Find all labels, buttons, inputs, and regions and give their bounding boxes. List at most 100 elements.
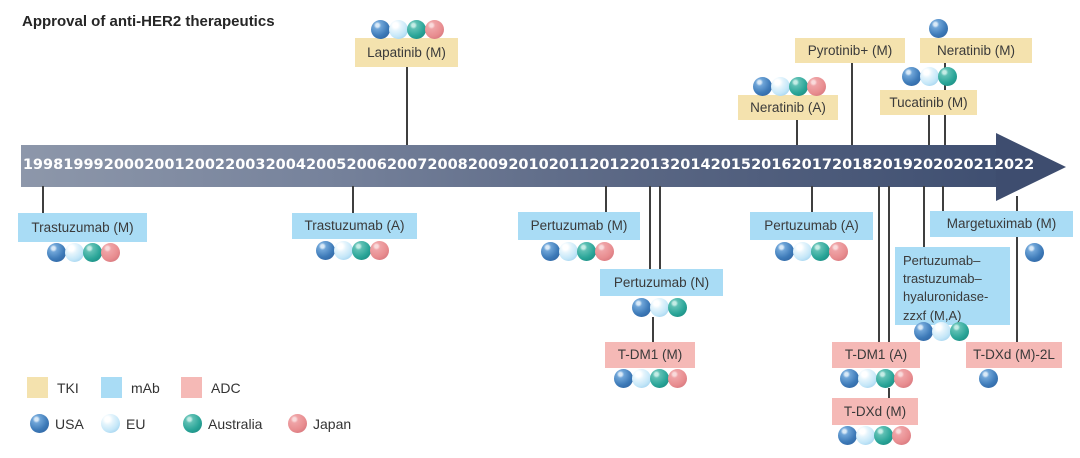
- event-label-box-tdm1-m: T-DM1 (M): [605, 342, 695, 368]
- legend-dot-japan-icon: [288, 414, 307, 433]
- region-dot-australia-icon: [937, 67, 957, 86]
- region-dot-japan-icon: [893, 369, 913, 388]
- year-label-2001: 2001: [144, 157, 185, 173]
- region-dot-eu-icon: [558, 242, 578, 261]
- legend-dot-eu-icon: [101, 414, 120, 433]
- region-dot-australia-icon: [873, 426, 893, 445]
- connector-line-phesgo: [923, 186, 925, 247]
- connector-line-pertuzumab-n: [649, 186, 651, 269]
- connector-line-tdxd-2l: [1016, 196, 1018, 342]
- year-label-2017: 2017: [791, 157, 832, 173]
- year-label-2015: 2015: [710, 157, 751, 173]
- connector-line-trastuzumab-m: [42, 186, 44, 213]
- region-dot-eu-icon: [333, 241, 353, 260]
- event-label-box-phesgo: Pertuzumab–trastuzumab–hyaluronidase-zzx…: [895, 247, 1010, 325]
- region-dot-australia-icon: [788, 77, 808, 96]
- year-label-2004: 2004: [265, 157, 306, 173]
- region-dot-australia-icon: [649, 369, 669, 388]
- region-dot-australia-icon: [949, 322, 969, 341]
- legend-label-mab: mAb: [131, 380, 160, 396]
- year-label-2007: 2007: [386, 157, 428, 173]
- region-dot-eu-icon: [855, 426, 875, 445]
- region-dot-japan-icon: [806, 77, 826, 96]
- region-dot-usa-icon: [837, 426, 857, 445]
- connector-line-tdm1-a: [878, 186, 880, 342]
- event-label-line: zzxf (M,A): [903, 307, 962, 323]
- year-label-2005: 2005: [306, 157, 347, 173]
- year-label-2006: 2006: [346, 157, 387, 173]
- region-dot-australia-icon: [406, 20, 426, 39]
- connector-line-neratinib-a: [796, 120, 798, 145]
- event-label-line: hyaluronidase-: [903, 289, 989, 305]
- year-label-2011: 2011: [548, 157, 590, 173]
- year-label-1999: 1999: [63, 157, 104, 173]
- event-label-box-trastuzumab-a: Trastuzumab (A): [292, 213, 417, 239]
- region-dot-australia-icon: [351, 241, 371, 260]
- connector-line-tdm1-m: [652, 317, 654, 342]
- event-label-box-pyrotinib: Pyrotinib+ (M): [795, 38, 905, 63]
- region-dot-australia-icon: [667, 298, 687, 317]
- region-dot-japan-icon: [891, 426, 911, 445]
- connector-line-pertuzumab-m: [605, 186, 607, 212]
- region-dot-usa-icon: [928, 19, 948, 38]
- year-label-2019: 2019: [872, 157, 913, 173]
- region-dot-usa-icon: [774, 242, 794, 261]
- region-dot-usa-icon: [315, 241, 335, 260]
- legend-label-tki: TKI: [57, 380, 79, 396]
- region-dot-usa-icon: [46, 243, 66, 262]
- connector-line-margetuximab: [942, 186, 944, 211]
- region-dot-usa-icon: [913, 322, 933, 341]
- region-dot-australia-icon: [576, 242, 596, 261]
- legend-label-adc: ADC: [211, 380, 241, 396]
- year-label-2012: 2012: [589, 157, 630, 173]
- connector-line-pertuzumab-n-2: [659, 186, 661, 269]
- year-label-2000: 2000: [103, 157, 145, 173]
- region-dot-eu-icon: [931, 322, 951, 341]
- year-label-2002: 2002: [184, 157, 226, 173]
- legend-swatch-mab: [101, 377, 122, 398]
- year-label-2016: 2016: [751, 157, 792, 173]
- region-dot-australia-icon: [875, 369, 895, 388]
- region-dot-usa-icon: [839, 369, 859, 388]
- region-dot-eu-icon: [857, 369, 877, 388]
- region-dot-australia-icon: [82, 243, 102, 262]
- year-label-2020: 2020: [912, 157, 954, 173]
- timeline-arrow-bar: [21, 145, 1001, 187]
- legend-dot-usa-icon: [30, 414, 49, 433]
- event-label-box-tdxd-2l: T-DXd (M)-2L: [966, 342, 1062, 368]
- region-dot-australia-icon: [810, 242, 830, 261]
- region-dot-usa-icon: [613, 369, 633, 388]
- connector-line-tdm1-a-2: [888, 186, 890, 342]
- year-label-2010: 2010: [508, 157, 549, 173]
- region-dot-eu-icon: [792, 242, 812, 261]
- year-label-2013: 2013: [629, 157, 671, 173]
- region-dot-japan-icon: [594, 242, 614, 261]
- connector-line-trastuzumab-a: [352, 186, 354, 213]
- region-dot-usa-icon: [1024, 243, 1044, 262]
- year-label-2022: 2022: [993, 157, 1035, 173]
- legend-dot-australia-icon: [183, 414, 202, 433]
- legend-label-eu: EU: [126, 416, 146, 432]
- connector-line-pertuzumab-a: [811, 186, 813, 212]
- legend-swatch-adc: [181, 377, 202, 398]
- event-label-line: Pertuzumab–: [903, 253, 981, 268]
- region-dot-usa-icon: [370, 20, 390, 39]
- connector-line-tdxd-m: [888, 388, 890, 398]
- connector-line-tucatinib: [928, 115, 930, 145]
- region-dot-japan-icon: [667, 369, 687, 388]
- region-dot-usa-icon: [978, 369, 998, 388]
- year-label-2008: 2008: [427, 157, 468, 173]
- event-label-box-pertuzumab-a: Pertuzumab (A): [750, 212, 873, 240]
- year-label-2018: 2018: [832, 157, 873, 173]
- region-dot-japan-icon: [828, 242, 848, 261]
- region-dot-japan-icon: [424, 20, 444, 39]
- legend-label-usa: USA: [55, 416, 84, 432]
- year-label-2021: 2021: [953, 157, 994, 173]
- timeline-arrowhead-icon: [996, 133, 1066, 201]
- event-label-box-neratinib-m: Neratinib (M): [920, 38, 1032, 63]
- connector-line-pyrotinib: [851, 63, 853, 145]
- event-label-box-margetuximab: Margetuximab (M): [930, 211, 1073, 237]
- year-label-2014: 2014: [670, 157, 711, 173]
- region-dot-eu-icon: [388, 20, 408, 39]
